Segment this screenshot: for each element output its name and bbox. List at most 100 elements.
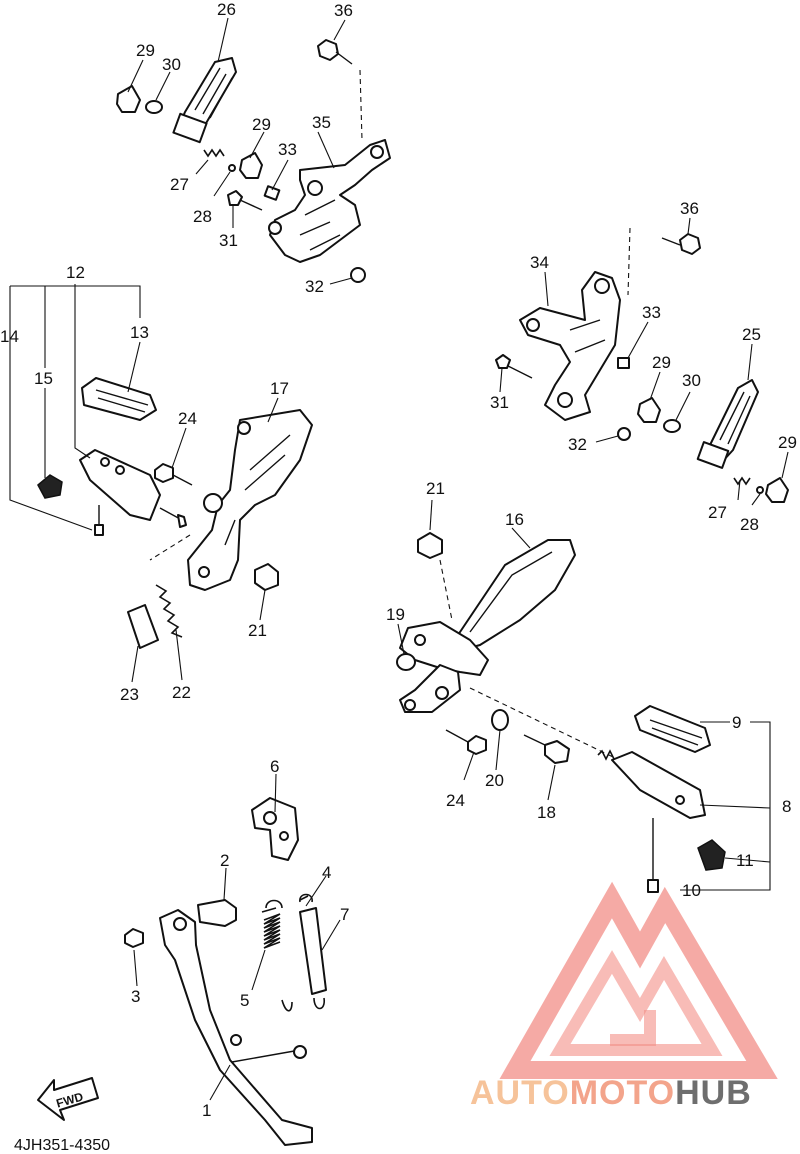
spring-27b [733, 476, 751, 486]
part-number-29-right: 29 [652, 353, 671, 372]
washer-19 [396, 653, 416, 671]
part-number-8: 8 [782, 797, 791, 816]
brand-hub: HUB [675, 1074, 752, 1112]
brake-pedal-16 [457, 539, 576, 651]
spring-7 [299, 893, 327, 1010]
collar-30b [663, 419, 681, 433]
part-number-33-right: 33 [642, 303, 661, 322]
cap-15 [37, 474, 63, 499]
leader-lines [9, 17, 789, 1101]
bolt-31a [227, 190, 243, 206]
part-number-9: 9 [732, 713, 741, 732]
footpeg-rubber-13 [81, 377, 157, 421]
collar-30a [145, 100, 163, 114]
nut-32a [350, 267, 366, 283]
part-number-26: 26 [217, 0, 236, 19]
catalog-code: 4JH351-4350 [14, 1137, 110, 1154]
part-number-28-top: 28 [193, 207, 212, 226]
sleeve-23 [127, 604, 159, 649]
part-number-15: 15 [34, 369, 53, 388]
watermark-logo [499, 881, 778, 1079]
bolt-36a [317, 39, 339, 61]
rubber-29b [239, 152, 263, 179]
part-number-31-top: 31 [219, 231, 238, 250]
bolt-31b [495, 354, 511, 369]
bolt-2 [197, 899, 237, 927]
part-number-21-left: 21 [248, 621, 267, 640]
part-number-22: 22 [172, 683, 191, 702]
part-number-6: 6 [270, 757, 279, 776]
nut-3 [124, 928, 144, 948]
part-number-24-left: 24 [178, 409, 197, 428]
part-number-labels: 26 36 29 30 29 35 33 27 28 31 32 36 34 3… [0, 0, 797, 1120]
part-number-17: 17 [270, 379, 289, 398]
part-number-11: 11 [736, 851, 754, 870]
part-number-7: 7 [340, 905, 349, 924]
part-number-2: 2 [220, 851, 229, 870]
brand-moto: MOTO [570, 1074, 675, 1112]
part-number-28-right: 28 [740, 515, 759, 534]
part-number-10: 10 [682, 881, 701, 900]
part-number-23: 23 [120, 685, 139, 704]
ball-28b [756, 486, 764, 494]
part-number-14: 14 [0, 327, 19, 346]
spring-22 [155, 584, 183, 638]
rear-left-bracket-assembly [116, 39, 391, 283]
part-number-1: 1 [202, 1101, 211, 1120]
bolt-24a [154, 463, 174, 483]
front-right-footrest-assembly [396, 532, 726, 893]
washer-20 [491, 709, 509, 731]
watermark-text: AUTOMOTOHUB [470, 1074, 752, 1112]
spring-5 [261, 899, 293, 1012]
rear-bracket-34 [519, 271, 621, 421]
part-number-21-right: 21 [426, 479, 445, 498]
brand-auto: AUTO [470, 1074, 570, 1112]
part-number-18: 18 [537, 803, 556, 822]
bolt-18 [544, 740, 570, 764]
part-number-16: 16 [505, 510, 524, 529]
fwd-arrow-icon: FWD [37, 1077, 99, 1121]
rubber-29d [765, 477, 789, 503]
part-number-32-top: 32 [305, 277, 324, 296]
part-number-31-right: 31 [490, 393, 509, 412]
part-number-34: 34 [530, 253, 549, 272]
part-number-13: 13 [130, 323, 149, 342]
bolt-36b [679, 233, 701, 255]
part-number-36-top: 36 [334, 1, 353, 20]
part-number-20: 20 [485, 771, 504, 790]
footpeg-12 [79, 449, 161, 521]
part-number-30-top: 30 [162, 55, 181, 74]
part-number-36-right: 36 [680, 199, 699, 218]
ball-28a [228, 164, 236, 172]
screw-14 [94, 524, 104, 536]
part-number-32-right: 32 [568, 435, 587, 454]
part-number-12: 12 [66, 263, 85, 282]
part-number-30-right: 30 [682, 371, 701, 390]
collar-33a [263, 185, 281, 201]
part-number-19: 19 [386, 605, 405, 624]
collar-33b [617, 357, 630, 369]
spring-27a [203, 148, 225, 158]
sidestand-1 [159, 909, 313, 1146]
spring-4 [299, 895, 309, 901]
rubber-29c [637, 397, 661, 423]
part-number-27-right: 27 [708, 503, 727, 522]
part-number-24-right: 24 [446, 791, 465, 810]
sidestand-assembly [124, 797, 327, 1146]
part-number-35: 35 [312, 113, 331, 132]
footpeg-rubber-9 [634, 705, 711, 753]
cap-11 [697, 839, 726, 871]
part-number-5: 5 [240, 991, 249, 1010]
collar-21b [417, 532, 443, 559]
part-number-27-top: 27 [170, 175, 189, 194]
part-number-4: 4 [322, 863, 331, 882]
part-number-3: 3 [131, 987, 140, 1006]
rubber-29a [116, 85, 141, 113]
collar-21a [254, 563, 279, 591]
part-number-33-top: 33 [278, 140, 297, 159]
rear-right-bracket-assembly [495, 227, 789, 503]
part-number-29-mid: 29 [252, 115, 271, 134]
part-number-25: 25 [742, 325, 761, 344]
front-left-footrest-assembly [37, 377, 313, 649]
